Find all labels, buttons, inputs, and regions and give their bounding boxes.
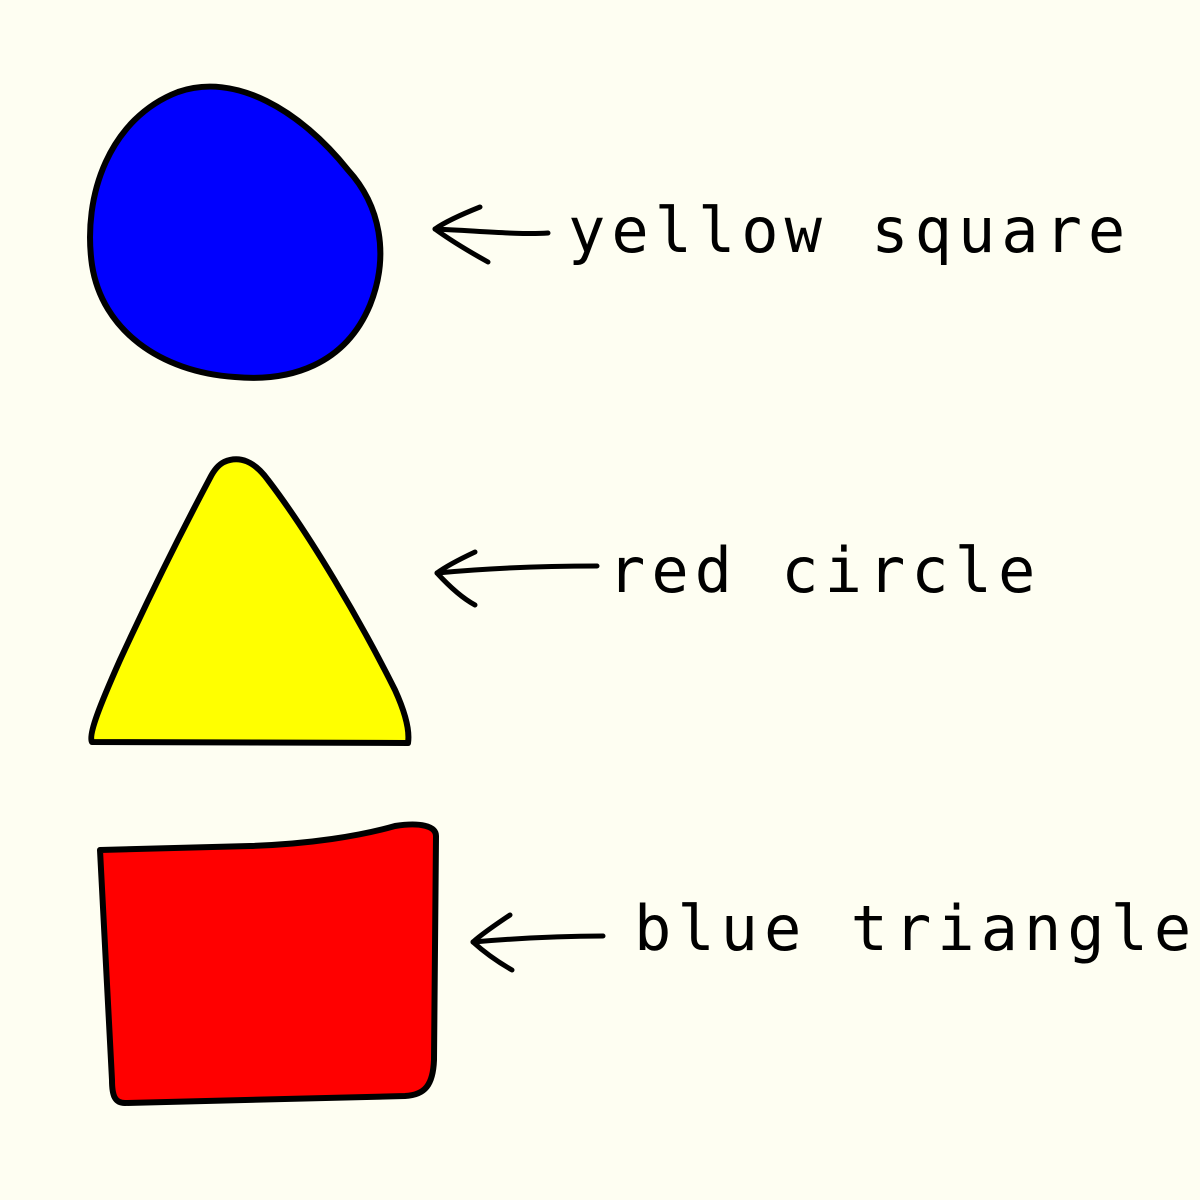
circle-shape — [87, 83, 384, 381]
label-blue-triangle: blue triangle — [634, 892, 1198, 965]
arrow-1-icon — [432, 204, 551, 265]
arrow-3-icon — [470, 912, 606, 973]
arrow-2-icon — [434, 549, 600, 608]
triangle-shape — [88, 456, 412, 746]
label-red-circle: red circle — [608, 534, 1042, 607]
square-shape — [97, 821, 439, 1106]
label-yellow-square: yellow square — [568, 194, 1132, 267]
